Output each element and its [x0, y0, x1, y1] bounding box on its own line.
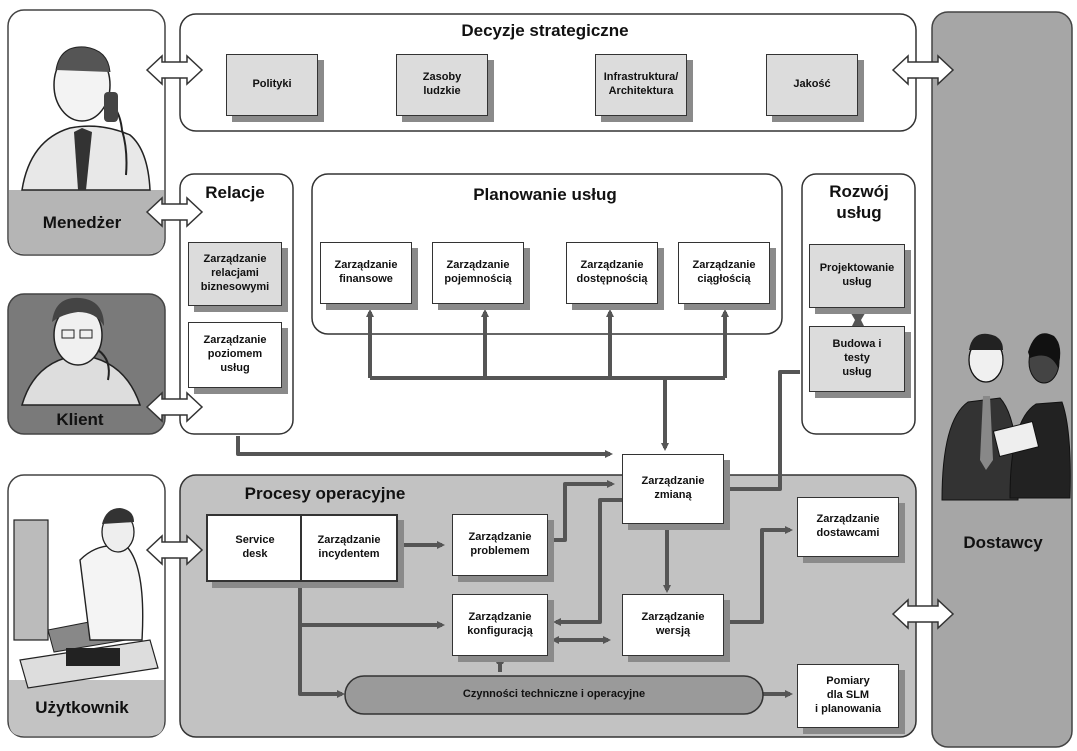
user-label-band: [9, 680, 164, 736]
service-desk-box: Service desk: [206, 514, 304, 582]
manager-strategy-arrow: [145, 54, 204, 86]
capacity-management-box: Zarządzanie pojemnością: [432, 242, 524, 304]
service-planning-title: Planowanie usług: [473, 185, 617, 205]
client-illustration: [21, 297, 142, 406]
service-planning-container: [311, 173, 783, 335]
operational-processes-title: Procesy operacyjne: [244, 484, 406, 504]
tech-ops-label: Czynności techniczne i operacyjne: [462, 688, 646, 701]
strategy-suppliers-arrow: [891, 54, 955, 86]
service-development-title: Rozwój usług: [829, 181, 889, 222]
service-design-box: Projektowanie usług: [809, 244, 905, 308]
user-operations-arrow: [145, 534, 204, 566]
user-illustration: [13, 508, 159, 689]
configuration-management-box: Zarządzanie konfiguracją: [452, 594, 548, 656]
continuity-management-box: Zarządzanie ciągłością: [678, 242, 770, 304]
release-management-box: Zarządzanie wersją: [622, 594, 724, 656]
availability-management-box: Zarządzanie dostępnością: [566, 242, 658, 304]
build-test-box: Budowa i testy usług: [809, 326, 905, 392]
manager-label-band: [9, 190, 164, 254]
config-ops-cap: [493, 656, 507, 664]
suppliers-panel: [931, 11, 1073, 748]
incident-management-box: Zarządzanie incydentem: [300, 514, 398, 582]
user-label: Użytkownik: [35, 698, 129, 718]
operations-suppliers-arrow: [891, 598, 955, 630]
supplier-management-box: Zarządzanie dostawcami: [797, 497, 899, 557]
infrastructure-architecture-box: Infrastruktura/ Architektura: [595, 54, 687, 116]
business-relationship-management-box: Zarządzanie relacjami biznesowymi: [188, 242, 282, 306]
quality-box: Jakość: [766, 54, 858, 116]
problem-management-box: Zarządzanie problemem: [452, 514, 548, 576]
financial-management-box: Zarządzanie finansowe: [320, 242, 412, 304]
tech-ops-pill: [344, 675, 764, 715]
change-management-box: Zarządzanie zmianą: [622, 454, 724, 524]
manager-illustration: [21, 46, 151, 191]
client-label: Klient: [56, 410, 104, 430]
manager-relations-arrow: [145, 196, 204, 228]
design-build-cap: [849, 310, 867, 320]
suppliers-label: Dostawcy: [963, 533, 1043, 553]
measurement-box: Pomiary dla SLM i planowania: [797, 664, 899, 728]
strategic-decisions-title: Decyzje strategiczne: [461, 21, 629, 41]
service-level-management-box: Zarządzanie poziomem usług: [188, 322, 282, 388]
human-resources-box: Zasoby ludzkie: [396, 54, 488, 116]
client-relations-arrow: [145, 391, 204, 423]
suppliers-illustration: [941, 333, 1071, 501]
manager-label: Menedżer: [42, 213, 122, 233]
policies-box: Polityki: [226, 54, 318, 116]
relations-title: Relacje: [205, 183, 265, 203]
